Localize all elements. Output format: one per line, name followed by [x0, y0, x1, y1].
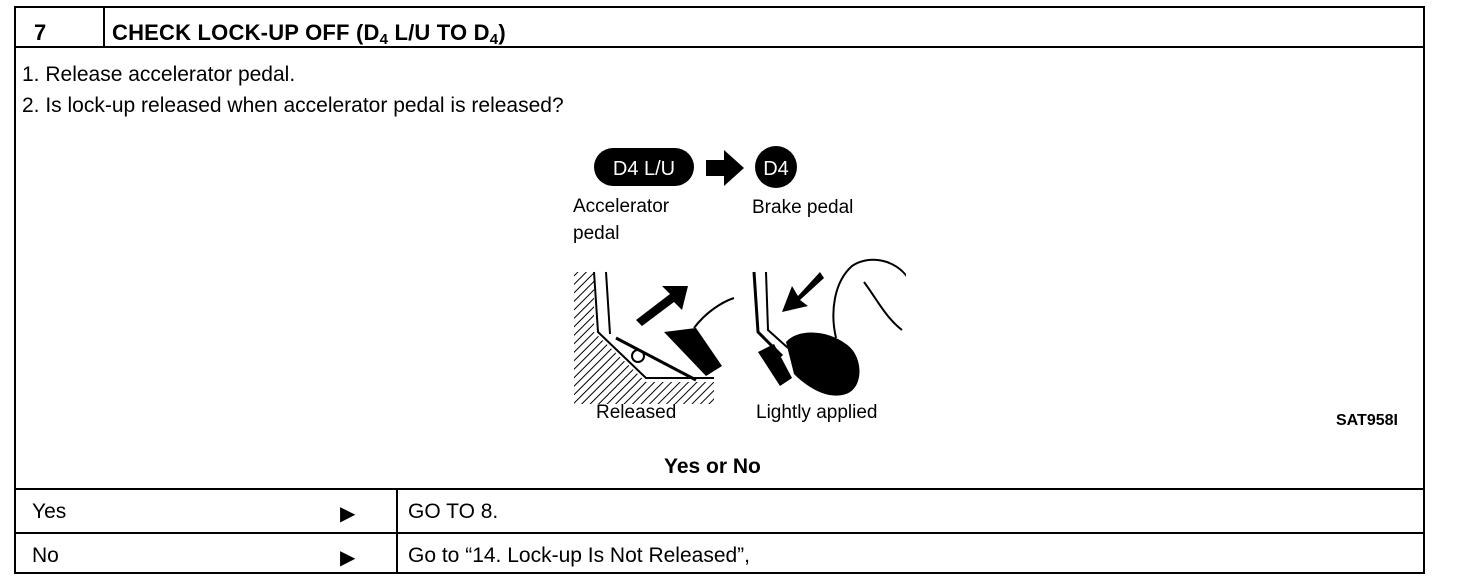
label-accelerator-line2: pedal	[573, 223, 620, 244]
arrow-right-icon	[706, 150, 744, 186]
answer-yes-label: Yes	[32, 500, 67, 523]
play-arrow-icon: ▶	[340, 503, 356, 525]
released-pedal-icon	[574, 271, 735, 404]
instruction-1: 1. Release accelerator pedal.	[22, 63, 296, 86]
badge-d4: D4	[755, 146, 797, 188]
figure-reference-code: SAT958I	[1336, 412, 1398, 429]
answer-yes-result: GO TO 8.	[408, 500, 499, 523]
header-divider	[16, 46, 1423, 48]
label-brake-pedal: Brake pedal	[752, 197, 854, 218]
row-divider	[16, 532, 1423, 534]
answer-no-result: Go to “14. Lock-up Is Not Released”,	[408, 544, 750, 567]
step-table: 7 CHECK LOCK-UP OFF (D4 L/U TO D4) 1. Re…	[14, 6, 1425, 574]
badge-d4-lu: D4 L/U	[594, 148, 694, 186]
instruction-2: 2. Is lock-up released when accelerator …	[22, 94, 564, 117]
question-yes-or-no: Yes or No	[664, 455, 761, 478]
answer-no-label: No	[32, 544, 59, 567]
label-accelerator-line1: Accelerator	[573, 196, 670, 217]
badge-d4-text: D4	[763, 158, 789, 180]
label-lightly-applied: Lightly applied	[756, 402, 878, 423]
play-arrow-icon: ▶	[340, 547, 356, 569]
pedal-figure: D4 L/U D4	[574, 146, 906, 404]
applied-pedal-icon	[752, 258, 906, 396]
header-column-divider	[103, 8, 105, 46]
answer-column-divider	[396, 488, 398, 574]
badge-d4-lu-text: D4 L/U	[613, 158, 675, 180]
step-number: 7	[34, 20, 47, 45]
body-divider	[16, 488, 1423, 490]
label-released: Released	[596, 402, 677, 423]
step-title: CHECK LOCK-UP OFF (D4 L/U TO D4)	[112, 20, 506, 48]
